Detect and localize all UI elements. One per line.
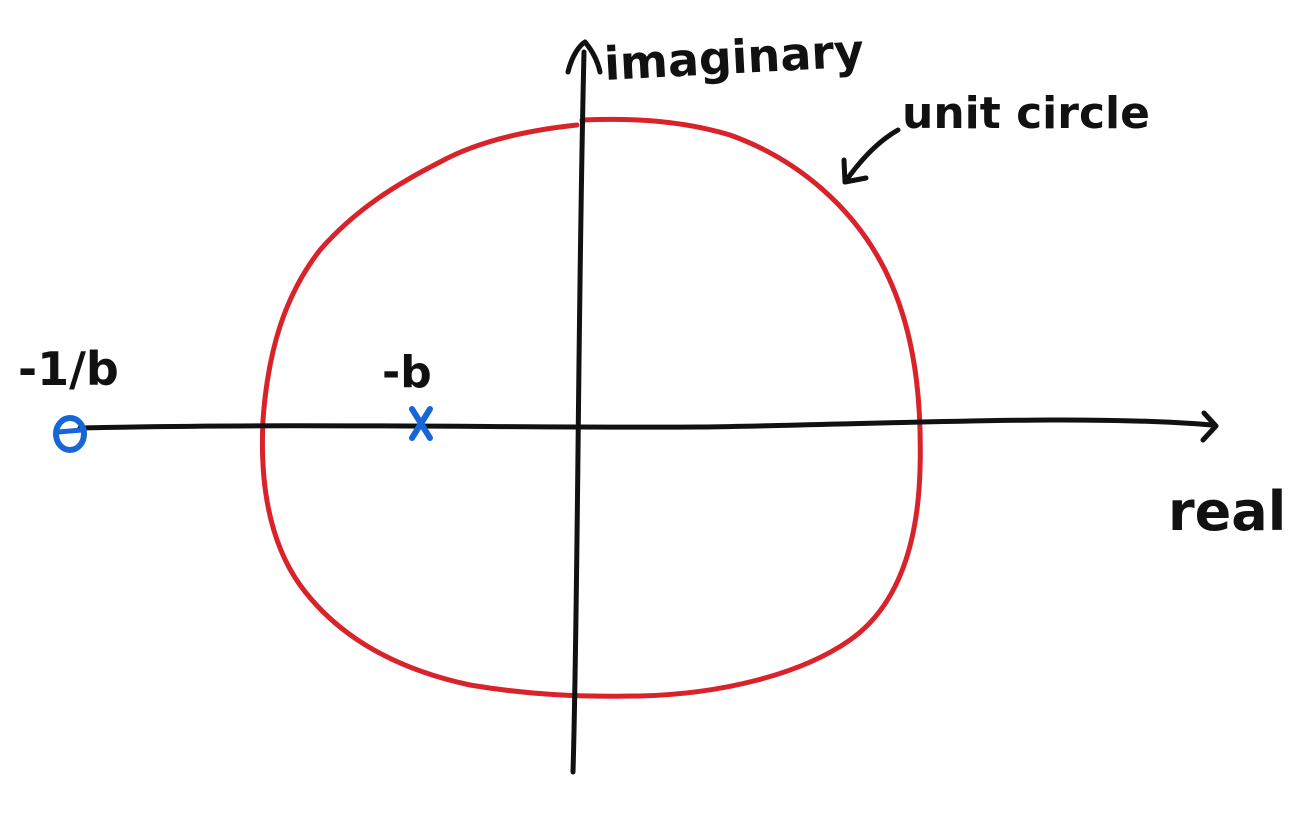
unit-circle-label: unit circle (902, 88, 1150, 139)
unit-circle (259, 116, 923, 699)
unit-circle-pointer-arrow (842, 127, 901, 185)
unit-circle-pointer-arrowhead (841, 157, 869, 185)
real-axis-label: real (1168, 480, 1286, 543)
real-axis (77, 417, 1215, 431)
zero-marker-stroke (55, 427, 85, 435)
zero-marker (53, 415, 87, 453)
pole-marker (409, 406, 433, 441)
pole-marker-label: -b (382, 347, 432, 398)
zero-marker-label: -1/b (18, 342, 119, 396)
imaginary-axis (570, 49, 587, 775)
real-axis-arrowhead (1200, 410, 1219, 443)
imaginary-axis-label: imaginary (603, 23, 865, 91)
imaginary-axis-arrowhead (565, 39, 603, 75)
